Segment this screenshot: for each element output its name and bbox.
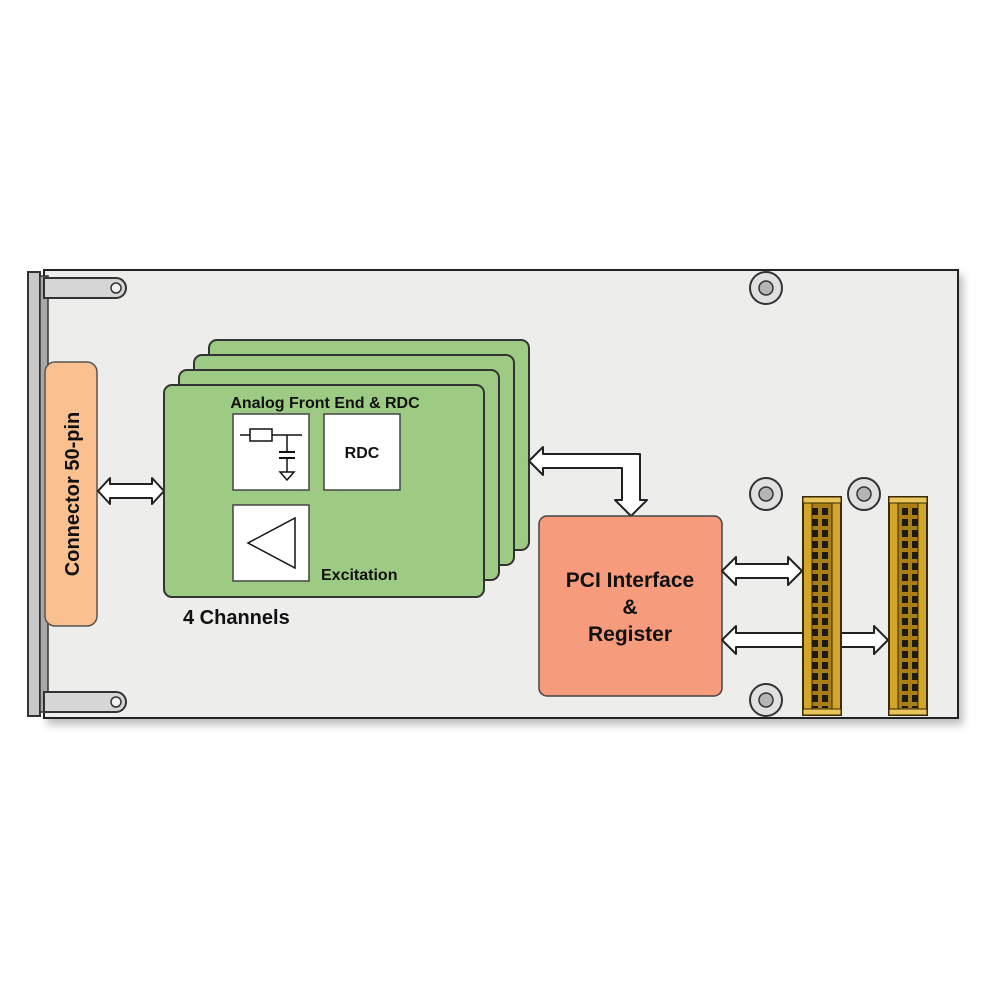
pci-line-3: Register [588, 623, 672, 646]
pci-header-2 [888, 496, 928, 716]
channels-label: 4 Channels [183, 607, 290, 629]
rc-filter-icon [232, 413, 310, 491]
mounting-hole-middle-right [847, 477, 881, 511]
rdc-label: RDC [345, 445, 380, 462]
mounting-hole-middle-left [749, 477, 783, 511]
rdc-box: RDC [323, 413, 401, 491]
mounting-hole-top-right [749, 271, 783, 305]
excitation-label: Excitation [321, 567, 397, 584]
amplifier-triangle-icon [232, 504, 310, 582]
connector-50-pin-block: Connector 50-pin [44, 361, 98, 627]
pci-header-1 [802, 496, 842, 716]
mounting-hole-bottom [749, 683, 783, 717]
connector-label: Connector 50-pin [62, 412, 84, 576]
front-panel-bracket [27, 271, 127, 717]
pci-interface-block: PCI Interface & Register [538, 515, 723, 697]
pci-line-1: PCI Interface [566, 569, 694, 592]
front-end-title: Analog Front End & RDC [230, 395, 420, 412]
pci-line-2: & [622, 596, 637, 619]
